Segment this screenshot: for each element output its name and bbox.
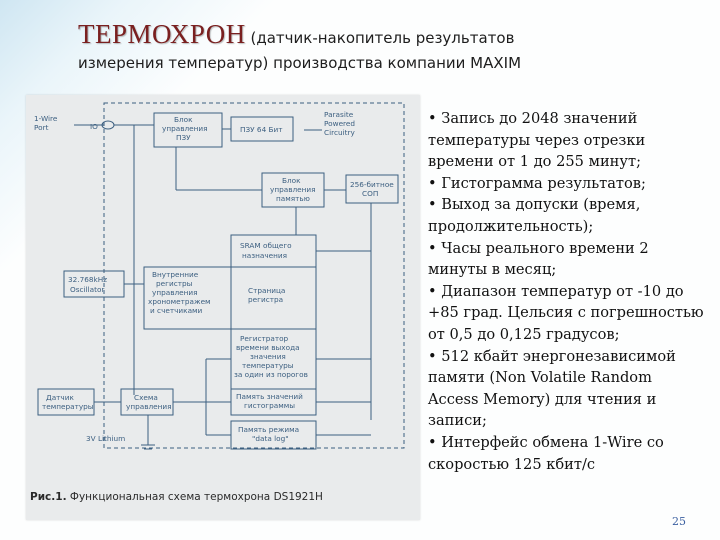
datalog-line-1: Память режима <box>238 425 299 434</box>
box-registers-group <box>143 266 317 330</box>
port-label: 1-Wire <box>34 114 58 123</box>
page-line-2: регистра <box>248 295 283 304</box>
list-line: +85 град. Цельсия с погрешностью <box>428 304 704 322</box>
registers-line-1: Внутренние <box>152 270 199 279</box>
timereg-line-5: за один из порогов <box>234 370 308 379</box>
list-line: • Запись до 2048 значений <box>428 110 638 127</box>
memctrl-line-1: Блок <box>174 115 193 124</box>
list-line: • Диапазон температур от -10 до <box>428 282 684 300</box>
device-boundary <box>103 102 405 449</box>
io-label: IO <box>90 122 98 131</box>
registers-line-5: и счетчиками <box>150 306 203 315</box>
parasite-line-3: Circuitry <box>324 128 355 137</box>
title-main: ТЕРМОХРОН <box>78 19 246 49</box>
slide-title: ТЕРМОХРОН (датчик-накопитель результатов… <box>78 14 698 75</box>
timereg-line-4: температуры <box>242 361 294 370</box>
registers-line-3: управления <box>152 288 198 297</box>
feature-list: • Запись до 2048 значений температуры че… <box>428 108 716 475</box>
memctrl-line-3: ПЗУ <box>176 133 191 142</box>
caption-text: Функциональная схема термохрона DS1921H <box>67 491 323 503</box>
mem-mgmt-line-2: управления <box>270 185 316 194</box>
sram-line-2: назначения <box>242 251 287 260</box>
list-line: • Выход за допуски (время, <box>428 196 641 214</box>
list-line: записи; <box>428 412 487 430</box>
list-line: скоростью 125 кбит/с <box>428 455 596 473</box>
diagram-photo: 1-Wire Port IO Блок управления ПЗУ ПЗУ 6… <box>26 95 420 520</box>
sram-line-1: SRAM общего <box>240 241 292 250</box>
histogram-line-1: Память значений <box>236 392 303 401</box>
datalog-line-2: "data log" <box>252 434 289 443</box>
registers-line-4: хронометражем <box>148 297 211 306</box>
page-number: 25 <box>672 515 686 528</box>
page-line-1: Страница <box>248 286 285 295</box>
list-line: • 512 кбайт энергонезависимой <box>428 347 676 365</box>
parasite-line-1: Parasite <box>324 110 354 119</box>
registers-line-2: регистры <box>156 279 193 288</box>
port-label-2: Port <box>34 123 49 132</box>
list-line: минуты в месяц; <box>428 261 557 279</box>
sensor-line-2: температуры <box>42 402 94 411</box>
oscillator-line-2: Oscillator <box>70 285 104 294</box>
timereg-line-3: значения <box>250 352 286 361</box>
histogram-line-2: гистограммы <box>244 401 295 410</box>
title-subtitle: (датчик-накопитель результатов <box>245 29 515 47</box>
list-line: времени от 1 до 255 минут; <box>428 153 641 171</box>
caption-bold: Рис.1. <box>30 491 67 503</box>
rom-label: ПЗУ 64 Бит <box>240 125 283 134</box>
control-line-2: управления <box>126 402 172 411</box>
crc-line-1: 256-битное <box>350 180 394 189</box>
mem-mgmt-line-1: Блок <box>282 176 301 185</box>
list-line: от 0,5 до 0,125 градусов; <box>428 325 620 343</box>
list-line: памяти (Non Volatile Random <box>428 369 652 387</box>
memctrl-line-2: управления <box>162 124 208 133</box>
oscillator-line-1: 32.768kHz <box>68 275 107 284</box>
battery-label: 3V Lithium <box>86 434 125 443</box>
list-line: температуры через отрезки <box>428 131 646 149</box>
parasite-line-2: Powered <box>324 119 355 128</box>
title-subtitle-line2: измерения температур) производства компа… <box>78 53 522 72</box>
list-line: продолжительность); <box>428 217 594 235</box>
list-line: • Часы реального времени 2 <box>428 239 649 257</box>
timereg-line-2: времени выхода <box>236 343 300 352</box>
timereg-line-1: Регистратор <box>240 334 289 343</box>
mem-mgmt-line-3: памятью <box>276 194 310 203</box>
box-memctrl <box>153 112 223 148</box>
list-line: Access Memory) для чтения и <box>428 390 657 408</box>
block-diagram: 1-Wire Port IO Блок управления ПЗУ ПЗУ 6… <box>30 102 405 503</box>
figure-caption: Рис.1. Функциональная схема термохрона D… <box>30 491 323 503</box>
control-line-1: Схема <box>134 393 158 402</box>
list-line: • Гистограмма результатов; <box>428 174 646 192</box>
box-crc <box>345 174 399 204</box>
sensor-line-1: Датчик <box>46 393 74 402</box>
crc-line-2: СОП <box>362 189 378 198</box>
list-line: • Интерфейс обмена 1-Wire со <box>428 433 664 451</box>
